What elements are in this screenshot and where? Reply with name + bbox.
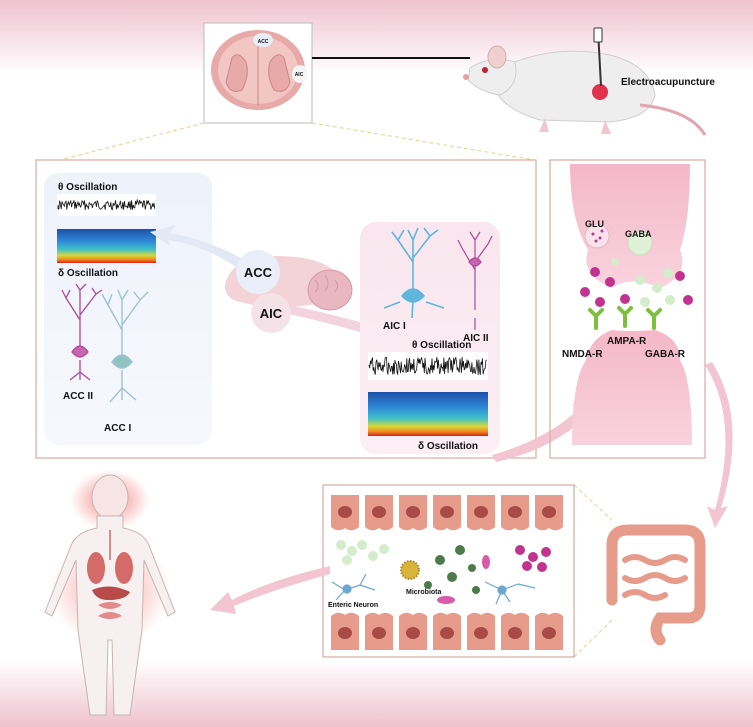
gut-cell-nucleus: [440, 627, 454, 639]
spectrogram-right: [368, 392, 488, 436]
aic-i-label: AIC I: [383, 321, 406, 332]
guide-line-left: [59, 122, 205, 161]
enteric-neuron-right: [484, 581, 536, 605]
aic-ii-label: AIC II: [463, 333, 489, 344]
brain-aic-label: AIC: [295, 72, 304, 78]
synapse-panel: [549, 159, 706, 459]
colon-illustration: [606, 524, 706, 646]
gut-epithelium-bottom: [331, 612, 563, 650]
theta-oscillation-left-label: θ Oscillation: [58, 182, 117, 193]
arrow-to-acc-panel: [150, 225, 248, 270]
gut-cell-nucleus: [542, 627, 556, 639]
human-figure: [44, 470, 176, 716]
nmda-r-label: NMDA-R: [562, 349, 603, 360]
gut-cell-nucleus: [542, 506, 556, 518]
acc-ii-label: ACC II: [63, 391, 93, 402]
aic-i-neuron: [383, 227, 445, 319]
microbiota-label: Microbiota: [406, 589, 441, 596]
arrow-to-aic-panel: [270, 302, 392, 343]
receptors: [588, 306, 662, 330]
electroacupuncture-label: Electroacupuncture: [621, 77, 715, 88]
gut-cell-nucleus: [338, 627, 352, 639]
theta-trace-right: [368, 356, 487, 375]
delta-oscillation-left-label: δ Oscillation: [58, 268, 118, 279]
gut-cell-nucleus: [508, 627, 522, 639]
gut-epithelium-top: [331, 495, 563, 531]
microbiota-cluster: [400, 545, 490, 604]
top-band: [0, 0, 753, 75]
acupoint-icon: [592, 84, 608, 100]
enteric-neuron-left: [331, 573, 376, 601]
aic-circle-label: AIC: [260, 306, 283, 321]
theta-trace-left-bg: [57, 194, 156, 216]
glu-label: GLU: [585, 219, 604, 229]
gut-cell-nucleus: [440, 506, 454, 518]
theta-trace-left: [57, 198, 156, 211]
acc-region: [253, 33, 273, 47]
gut-cell-nucleus: [474, 627, 488, 639]
gaba-vesicles-lumen: [336, 540, 389, 565]
aic-circle: [251, 293, 291, 333]
ampa-r-label: AMPA-R: [607, 336, 647, 347]
acc-circle: [236, 250, 280, 294]
gaba-vesicle-large: [627, 230, 653, 256]
brain-slice-box: ACC AIC: [203, 22, 313, 124]
glu-vesicles-lumen: [515, 545, 551, 572]
enteric-neuron-label: Enteric Neuron: [328, 602, 378, 609]
gut-cell-nucleus: [474, 506, 488, 518]
gut-cell-nucleus: [406, 506, 420, 518]
gaba-label: GABA: [625, 229, 652, 239]
gut-cell-nucleus: [372, 627, 386, 639]
brain-panel: [35, 159, 537, 459]
gaba-r-label: GABA-R: [645, 349, 686, 360]
gut-cell-nucleus: [338, 506, 352, 518]
acc-circle-label: ACC: [244, 265, 273, 280]
acc-i-label: ACC I: [104, 423, 131, 434]
brain-acc-label: ACC: [258, 39, 269, 45]
gut-cell-nucleus: [508, 506, 522, 518]
gut-cell-nucleus: [372, 506, 386, 518]
acc-ii-neuron: [61, 283, 103, 381]
arrow-to-synapse: [492, 400, 598, 462]
neurotransmitter-dots: [580, 258, 693, 307]
theta-oscillation-right-label: θ Oscillation: [412, 340, 471, 351]
delta-oscillation-right-label: δ Oscillation: [418, 441, 478, 452]
synapse-illustration: [570, 164, 692, 445]
guide-line-right: [311, 122, 536, 161]
aic-region: [292, 65, 308, 83]
gut-cell-nucleus: [406, 627, 420, 639]
arrow-to-colon: [705, 362, 733, 528]
mouse-illustration: [463, 27, 707, 136]
aic-ii-neuron: [457, 231, 493, 330]
arrow-to-human: [210, 566, 330, 614]
gut-guide-bottom: [573, 619, 613, 658]
spectrogram-left: [57, 229, 156, 263]
gut-guide-top: [573, 484, 613, 521]
acc-i-neuron: [101, 289, 149, 403]
